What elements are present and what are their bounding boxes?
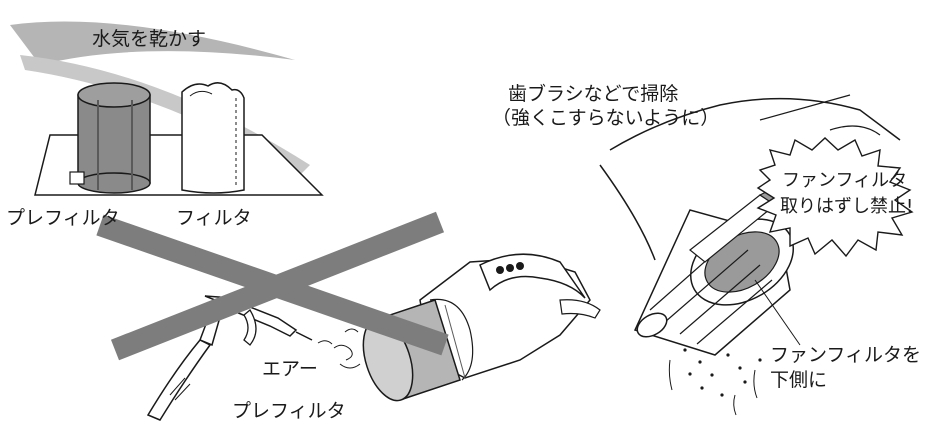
fan-filter-scene [599,94,914,416]
dust-streaks [668,359,758,416]
air-swoosh-upper [10,21,295,66]
drying-scene [10,21,324,196]
prefilter-label-bottom: プレフィルタ [232,400,346,422]
warning-text-line2: 取りはずし禁止! [780,196,914,217]
brush-instruction-line2: （強くこすらないように） [492,107,720,129]
warning-burst [756,137,914,258]
hand-outline [609,97,901,151]
dust-particles [683,348,762,397]
air-puffs [317,328,361,369]
prefilter-cylinder [69,82,151,194]
fan-filter-down-line1: ファンフィルタを [770,344,922,366]
prefilter-label-left: プレフィルタ [6,207,120,229]
warning-text-line1: ファンフィルタ [782,170,908,191]
fan-filter-down-line2: 下側に [770,369,828,391]
prohibited-cross [96,211,449,361]
air-label: エアー [262,358,318,380]
filter-bag [181,82,245,194]
vacuum-scene [96,211,601,421]
filter-label: フィルタ [176,207,252,229]
brush-instruction-line1: 歯ブラシなどで掃除 [508,83,679,105]
dry-label: 水気を乾かす [92,28,207,50]
fan-filter-pointer [754,279,801,346]
